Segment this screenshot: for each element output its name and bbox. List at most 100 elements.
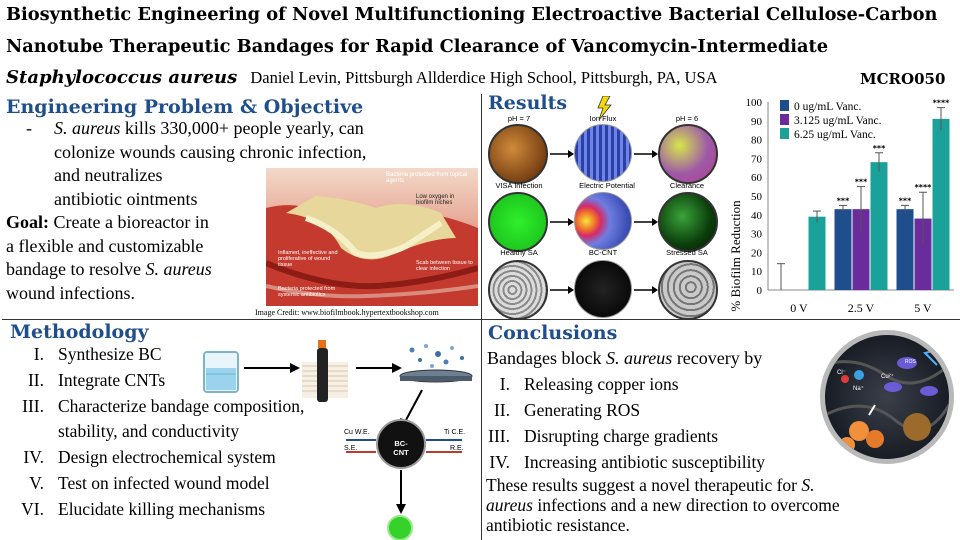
species-italic: S. aureus — [54, 118, 121, 138]
legend-label: 0 ug/mL Vanc. — [794, 101, 862, 113]
x-tick-label: 0 V — [790, 301, 808, 315]
beaker-icon — [203, 351, 239, 393]
results-arrows — [550, 150, 658, 294]
conclusion-item-4: IV.Increasing antibiotic susceptibility — [489, 452, 766, 472]
objective-text: -S. aureus kills 330,000+ people yearly,… — [6, 117, 367, 305]
results-heading: Results — [488, 92, 568, 114]
biofilm-reduction-chart: % Biofilm Reduction 01020304050607080901… — [728, 97, 954, 315]
wound-tissue-graphic — [266, 196, 478, 306]
method-item-6: VI.Elucidate killing mechanisms — [21, 499, 266, 519]
method-item-1: I.Synthesize BC — [33, 344, 162, 364]
dish-clearance — [658, 192, 718, 252]
conclusion-item-2: II.Generating ROS — [493, 400, 641, 420]
significance-label: **** — [915, 183, 933, 192]
result-label-7: Healthy SA — [500, 248, 538, 257]
cell-label-ti: Ti C.E. — [444, 429, 466, 436]
mechanism-illustration: Cu²⁺ Cl⁻ Na⁺ ROS — [820, 330, 954, 464]
bar — [932, 118, 950, 290]
conclusions-panel — [481, 319, 960, 540]
x-tick-label: 5 V — [914, 301, 932, 315]
author-line: Daniel Levin, Pittsburgh Allderdice High… — [250, 68, 718, 87]
legend-swatch — [780, 114, 789, 125]
bar — [852, 209, 870, 290]
significance-label: **** — [933, 99, 951, 108]
legend-swatch — [780, 100, 789, 111]
methodology-process-diagram — [203, 340, 473, 540]
sem-stressed-sa — [658, 260, 718, 320]
chart-y-axis-label: % Biofilm Reduction — [728, 200, 743, 312]
y-tick-label: 30 — [751, 229, 763, 241]
nanotube-plate-icon — [399, 344, 473, 383]
result-label-5: Electric Potential — [579, 181, 635, 190]
title-species: Staphylococcus aureus — [6, 67, 238, 88]
mech-label-na: Na⁺ — [853, 386, 864, 392]
conclusions-intro: Bandages block S. aureus recovery by — [487, 348, 763, 368]
wound-label-4: Bacteria protected from systemic antibio… — [278, 286, 336, 298]
bar — [834, 209, 852, 290]
significance-label: *** — [837, 196, 850, 205]
poster-code: MCRO050 — [860, 70, 946, 88]
bar — [870, 162, 888, 290]
dish-ph7 — [488, 124, 548, 184]
bullet-dash: - — [26, 118, 32, 138]
y-tick-label: 90 — [751, 116, 763, 128]
image-credit: Image Credit: www.biofilmbook.hypertextb… — [255, 308, 439, 317]
sem-bc-cnt — [574, 260, 632, 318]
cell-label-re: R.E. — [450, 445, 464, 452]
goal-line3: bandage to resolve — [6, 259, 146, 279]
result-label-9: Stressed SA — [666, 248, 708, 257]
legend-label: 6.25 ug/mL Vanc. — [794, 129, 876, 141]
method-item-3-cont: stability, and conductivity — [58, 421, 240, 441]
result-label-1: pH = 7 — [507, 114, 531, 123]
y-tick-label: 20 — [751, 247, 763, 259]
goal-line4: wound infections. — [6, 282, 135, 303]
wound-label-3: Inflamed, ineffective and proliferative … — [278, 250, 338, 268]
bar — [914, 218, 932, 290]
methodology-heading: Methodology — [10, 321, 149, 343]
poster-title-line3: Staphylococcus aureus Daniel Levin, Pitt… — [6, 67, 718, 88]
dish-visa-infection — [488, 192, 548, 252]
method-item-5: V.Test on infected wound model — [29, 473, 270, 493]
method-item-2: II.Integrate CNTs — [27, 370, 166, 390]
objective-heading: Engineering Problem & Objective — [6, 96, 364, 118]
bullet-line4: antibiotic ointments — [54, 188, 198, 209]
method-item-4: IV.Design electrochemical system — [23, 447, 276, 467]
mech-label-cu: Cu²⁺ — [881, 374, 894, 380]
significance-label: *** — [855, 178, 868, 187]
results-image-grid: pH = 7 Ion Flux pH = 6 VISA Infection El… — [484, 110, 724, 320]
wound-label-2: Low oxygen in biofilm niches — [416, 194, 455, 206]
probe-icon — [302, 340, 348, 402]
arrow-3 — [405, 389, 423, 421]
result-label-4: VISA Infection — [495, 181, 543, 190]
conclusions-heading: Conclusions — [488, 322, 618, 344]
y-tick-label: 80 — [751, 135, 763, 147]
cell-label-se: S.E. — [344, 445, 358, 452]
y-tick-label: 50 — [751, 191, 763, 203]
significance-label: *** — [873, 144, 886, 153]
y-tick-label: 70 — [751, 153, 763, 165]
lightning-icon — [597, 96, 612, 120]
mech-label-ros: ROS — [905, 359, 916, 365]
dish-ph6 — [658, 124, 718, 184]
conclusion-item-3: III.Disrupting charge gradients — [488, 426, 719, 446]
result-label-6: Clearance — [669, 181, 705, 190]
mech-label-cl: Cl⁻ — [837, 370, 846, 376]
bullet-line3: and neutralizes — [54, 165, 163, 185]
cell-label-cu: Cu W.E. — [344, 429, 370, 436]
goal-line1: Create a bioreactor in — [49, 212, 209, 232]
y-tick-label: 100 — [746, 97, 763, 109]
wound-label-5: Scab between tissue to clear infection — [416, 260, 473, 272]
result-label-3: pH = 6 — [675, 114, 699, 123]
cell-center-label: BC-CNT — [393, 439, 409, 457]
bar — [896, 209, 914, 290]
y-tick-label: 60 — [751, 172, 763, 184]
significance-label: *** — [899, 196, 912, 205]
wound-illustration: Bacteria protected from topical agents L… — [266, 168, 478, 306]
conclusion-item-1: I.Releasing copper ions — [499, 374, 679, 394]
poster-title-line1: Biosynthetic Engineering of Novel Multif… — [6, 4, 938, 25]
conclusions-summary: These results suggest a novel therapeuti… — [486, 475, 840, 535]
bar — [808, 216, 826, 290]
legend-label: 3.125 ug/mL Vanc. — [794, 115, 882, 127]
wound-label-1: Bacteria protected from topical agents — [386, 172, 468, 184]
bullet-line2: colonize wounds causing chronic infectio… — [54, 141, 367, 162]
